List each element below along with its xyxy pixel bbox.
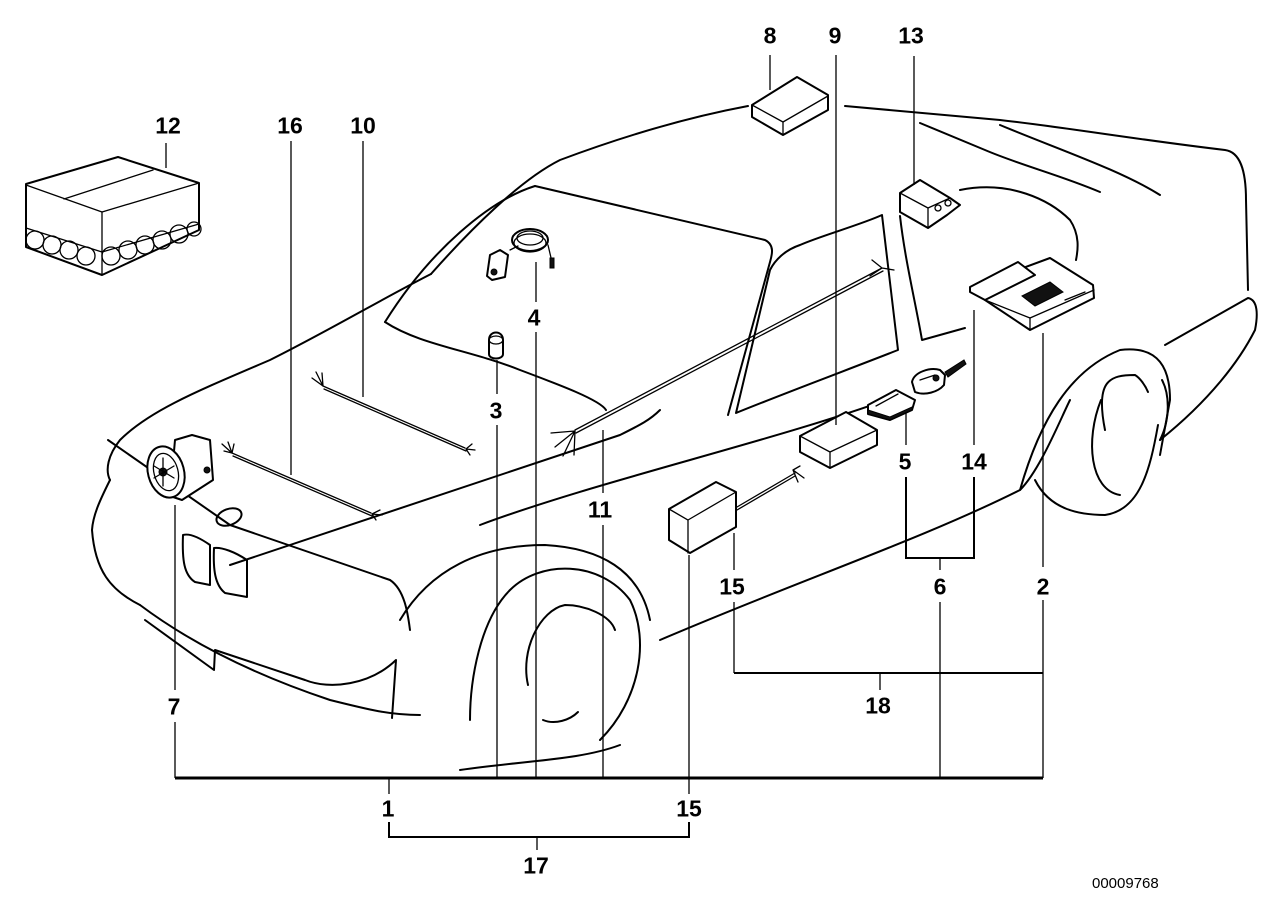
windshield-left <box>384 185 536 323</box>
belt-line-front <box>229 409 661 566</box>
grille-kidney-left <box>181 533 211 586</box>
sill-line <box>659 399 1071 641</box>
part-13-bracket[interactable] <box>899 179 961 229</box>
part-8-roof-module[interactable] <box>751 76 829 136</box>
rear-window-top <box>919 122 1101 193</box>
bracket-17 <box>388 822 690 838</box>
part-3-sensor[interactable] <box>488 331 504 360</box>
rear-hub <box>1091 399 1121 496</box>
badge <box>215 507 243 527</box>
callout-11[interactable]: 11 <box>587 496 613 523</box>
front-side-window <box>735 214 899 414</box>
callout-6[interactable]: 6 <box>933 573 947 600</box>
bumper-lower <box>139 604 421 716</box>
callout-17[interactable]: 17 <box>523 852 549 879</box>
callout-5[interactable]: 5 <box>898 448 912 475</box>
callout-4[interactable]: 4 <box>527 304 541 331</box>
part-15-module[interactable] <box>668 465 805 554</box>
callout-13[interactable]: 13 <box>898 22 924 49</box>
front-wheel-arch <box>399 544 651 621</box>
rear-side-window <box>899 215 966 341</box>
part-10-harness[interactable] <box>311 371 476 456</box>
callout-14[interactable]: 14 <box>961 448 987 475</box>
part-2-control-unit[interactable] <box>969 257 1095 331</box>
rear-fender-edge <box>1159 379 1169 441</box>
roof-rear-line <box>844 105 1249 291</box>
front-corner <box>91 479 141 606</box>
callout-10[interactable]: 10 <box>350 112 376 139</box>
part-11-harness[interactable] <box>550 259 895 457</box>
callout-7[interactable]: 7 <box>167 693 181 720</box>
part-5-remote[interactable] <box>867 389 916 421</box>
car-outline <box>91 105 1258 771</box>
roof-rear-crease <box>999 124 1161 196</box>
part-14-key[interactable] <box>911 359 967 395</box>
windshield-right <box>534 185 773 416</box>
document-number: 00009768 <box>1092 875 1159 892</box>
front-tyre <box>469 567 641 741</box>
callout-8[interactable]: 8 <box>763 22 777 49</box>
rear-wheel-arch <box>1019 348 1171 491</box>
front-hub <box>525 604 616 686</box>
grille-kidney-right <box>212 546 248 598</box>
callout-3[interactable]: 3 <box>489 397 503 424</box>
part-12-battery-pack[interactable] <box>25 156 202 276</box>
bumper-notch <box>144 619 397 719</box>
callout-9[interactable]: 9 <box>828 22 842 49</box>
hood-edge <box>106 273 432 481</box>
callout-18[interactable]: 18 <box>865 692 891 719</box>
part-4-sensor-cable[interactable] <box>486 228 555 281</box>
callout-16[interactable]: 16 <box>277 112 303 139</box>
bracket-6 <box>905 477 975 559</box>
part-7-siren[interactable] <box>142 434 214 502</box>
windshield-base <box>384 321 607 411</box>
front-hub-lower <box>542 711 579 723</box>
callout-15-upper[interactable]: 15 <box>719 573 745 600</box>
rear-hub-upper <box>1100 374 1149 431</box>
part-9-door-module[interactable] <box>799 411 878 469</box>
part-16-harness[interactable] <box>221 441 383 521</box>
roof-front-line <box>430 105 749 275</box>
callout-1[interactable]: 1 <box>381 795 395 822</box>
callout-15-lower[interactable]: 15 <box>676 795 702 822</box>
rear-bumper <box>1159 297 1258 441</box>
callout-12[interactable]: 12 <box>155 112 181 139</box>
callout-2[interactable]: 2 <box>1036 573 1050 600</box>
rear-deck-line <box>959 186 1079 261</box>
leader-lines <box>165 55 1044 850</box>
front-tyre-bottom <box>459 744 621 771</box>
front-face <box>107 439 411 631</box>
rear-tyre <box>1034 424 1159 516</box>
